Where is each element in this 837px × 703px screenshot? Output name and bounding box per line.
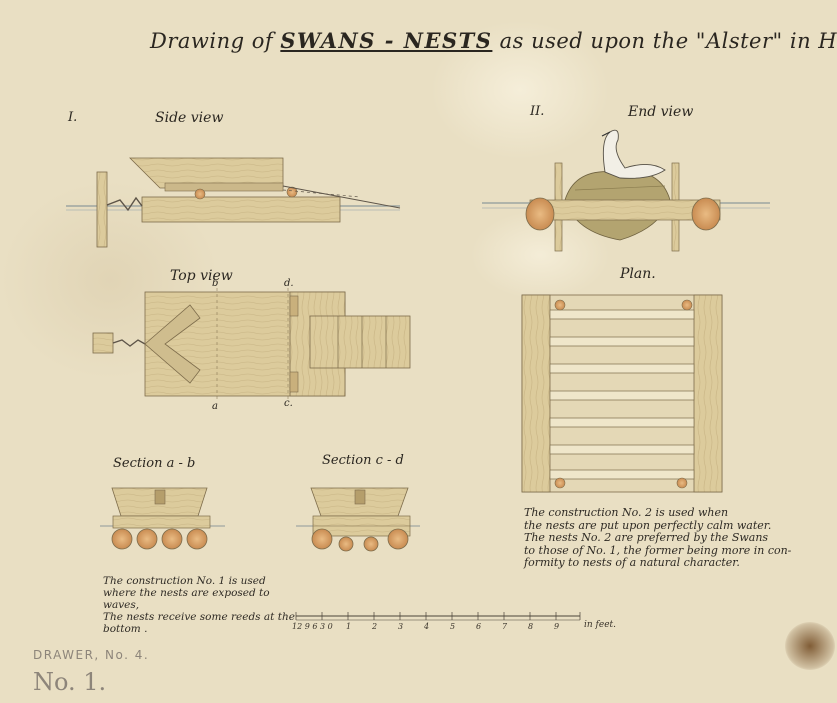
section-cd-drawing — [296, 487, 420, 552]
scale-tick-label: 2 — [372, 622, 378, 631]
sheet-number-stamp: No. 1. — [33, 668, 107, 696]
top-view-drawing — [92, 288, 411, 402]
end-view-label: End view — [628, 104, 694, 120]
scale-tick-label: 3 — [398, 622, 404, 631]
scale-bar — [295, 612, 581, 621]
scale-tick-label: 9 — [554, 622, 560, 631]
title-subject: SWANS - NESTS — [280, 28, 493, 53]
scale-tick-label: 6 — [476, 622, 482, 631]
mark-a: a — [212, 401, 218, 412]
scale-tick-label: 8 — [528, 622, 534, 631]
note-construction-2: The construction No. 2 is used when the … — [524, 506, 792, 569]
side-view-drawing — [66, 157, 401, 248]
scale-unit: in feet. — [584, 620, 616, 630]
scale-tick-label: 7 — [502, 622, 508, 631]
fig2-numeral: II. — [530, 104, 545, 119]
scale-tick-label: 1 — [346, 622, 352, 631]
plan-label: Plan. — [620, 266, 656, 282]
section-cd-label: Section c - d — [322, 453, 404, 468]
section-ab-label: Section a - b — [113, 456, 196, 471]
top-view-label: Top view — [170, 268, 233, 284]
drawer-stamp: DRAWER, No. 4. — [33, 648, 150, 662]
section-ab-drawing — [100, 487, 225, 550]
fig1-numeral: I. — [68, 110, 78, 125]
scale-tick-label: 5 — [450, 622, 456, 631]
title-suffix: as used upon the "Alster" in Hamburg — [499, 29, 837, 53]
title-prefix: Drawing of — [150, 29, 274, 53]
note-construction-1: The construction No. 1 is used where the… — [103, 575, 295, 635]
side-view-label: Side view — [155, 110, 224, 126]
scale-tick-label: 12 9 6 3 0 — [292, 622, 333, 631]
mark-d: d. — [284, 278, 294, 289]
mark-b: b — [212, 278, 219, 289]
mark-c: c. — [284, 398, 293, 409]
page-title: Drawing of SWANS - NESTS as used upon th… — [150, 28, 837, 53]
end-view-drawing — [482, 129, 770, 252]
plan-drawing — [521, 294, 723, 493]
scale-tick-label: 4 — [424, 622, 430, 631]
